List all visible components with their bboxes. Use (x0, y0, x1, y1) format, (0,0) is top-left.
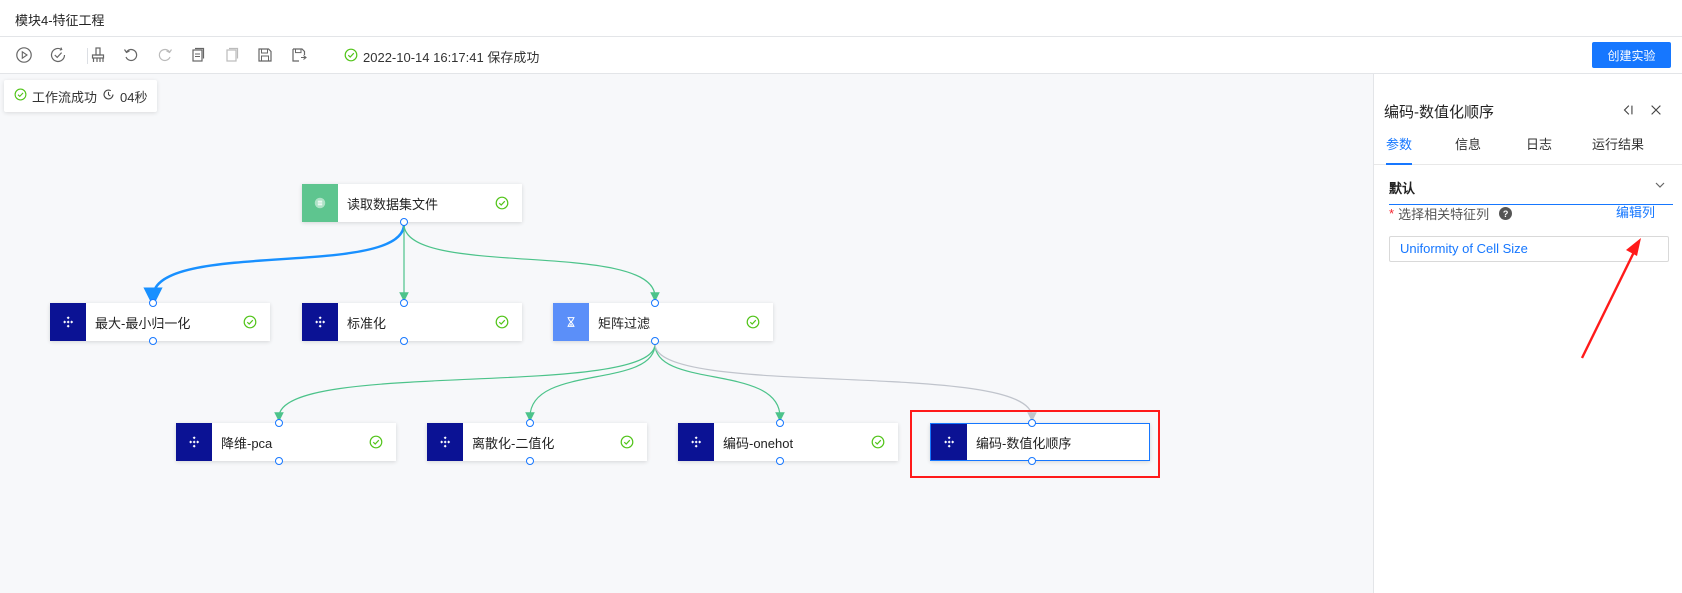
edit-columns-link[interactable]: 编辑列 (1616, 205, 1656, 220)
input-port[interactable] (275, 419, 283, 427)
node-label: 读取数据集文件 (347, 196, 439, 212)
chevron-down-icon (1653, 178, 1667, 192)
run-duration: 04秒 (120, 89, 148, 105)
node-label: 最大-最小归一化 (95, 315, 191, 331)
input-port[interactable] (526, 419, 534, 427)
node-standardize[interactable]: 标准化 (302, 303, 522, 341)
tab-log[interactable]: 日志 (1526, 137, 1553, 152)
output-port[interactable] (400, 218, 408, 226)
input-port[interactable] (1028, 419, 1036, 427)
workflow-canvas[interactable]: 工作流成功 04秒 读取数据集文件 (0, 74, 1373, 593)
close-icon[interactable] (1646, 100, 1666, 120)
save-as-icon[interactable] (290, 46, 308, 64)
output-port[interactable] (275, 457, 283, 465)
node-onehot[interactable]: 编码-onehot (678, 423, 898, 461)
toolbar: 2022-10-14 16:17:41 保存成功 创建实验 (0, 37, 1682, 74)
node-read-dataset[interactable]: 读取数据集文件 (302, 184, 522, 222)
panel-title: 编码-数值化顺序 (1384, 104, 1494, 121)
node-ordinal-encode[interactable]: 编码-数值化顺序 (930, 423, 1150, 461)
undo-icon[interactable] (122, 46, 140, 64)
component-icon (50, 303, 86, 341)
toolbar-divider (87, 48, 88, 64)
workflow-run-status: 工作流成功 04秒 (4, 80, 158, 112)
output-port[interactable] (1028, 457, 1036, 465)
output-port[interactable] (526, 457, 534, 465)
node-label: 编码-数值化顺序 (976, 435, 1072, 451)
node-pca[interactable]: 降维-pca (176, 423, 396, 461)
create-experiment-button[interactable]: 创建实验 (1592, 42, 1671, 68)
help-icon[interactable]: ? (1499, 207, 1513, 220)
window-title: 模块4-特征工程 (15, 13, 105, 28)
input-port[interactable] (400, 299, 408, 307)
input-port[interactable] (149, 299, 157, 307)
timer-icon (102, 88, 115, 104)
success-check-icon (494, 314, 510, 330)
success-check-icon (368, 434, 384, 450)
section-default[interactable]: 默认 (1389, 164, 1673, 205)
redo-icon[interactable] (156, 46, 174, 64)
node-label: 标准化 (347, 315, 387, 331)
input-port[interactable] (651, 299, 659, 307)
tab-run-result[interactable]: 运行结果 (1592, 137, 1645, 152)
clean-icon[interactable] (89, 46, 107, 64)
play-icon[interactable] (15, 46, 33, 64)
success-check-icon (494, 195, 510, 211)
output-port[interactable] (400, 337, 408, 345)
paste-icon[interactable] (223, 46, 241, 64)
save-icon[interactable] (256, 46, 274, 64)
success-check-icon (870, 434, 886, 450)
title-bar: 模块4-特征工程 (0, 0, 1682, 37)
component-icon (176, 423, 212, 461)
success-check-icon (14, 88, 27, 104)
tab-info[interactable]: 信息 (1455, 137, 1482, 152)
check-run-icon[interactable] (49, 46, 67, 64)
output-port[interactable] (149, 337, 157, 345)
required-mark: * (1389, 206, 1395, 221)
highlight-annotation-box (910, 410, 1160, 478)
component-icon (931, 424, 967, 460)
success-check-icon (619, 434, 635, 450)
tab-params[interactable]: 参数 (1386, 134, 1413, 165)
output-port[interactable] (776, 457, 784, 465)
component-icon (302, 303, 338, 341)
section-title: 默认 (1389, 181, 1416, 196)
input-port[interactable] (776, 419, 784, 427)
success-check-icon (242, 314, 258, 330)
success-check-icon (745, 314, 761, 330)
save-status-text: 2022-10-14 16:17:41 保存成功 (363, 50, 540, 65)
run-status-label: 工作流成功 (32, 89, 98, 105)
workflow-edges (143, 223, 1037, 422)
node-label: 矩阵过滤 (598, 315, 651, 331)
copy-icon[interactable] (189, 46, 207, 64)
field-label-text: 选择相关特征列 (1398, 207, 1490, 222)
properties-panel: 编码-数值化顺序 参数 信息 日志 运行结果 默认 * 选择相关特征列 ? 编辑… (1373, 74, 1682, 593)
node-matrix-filter[interactable]: 矩阵过滤 (553, 303, 773, 341)
node-label: 离散化-二值化 (472, 435, 555, 451)
feature-column-label: * 选择相关特征列 ? (1389, 204, 1513, 223)
dataset-icon (302, 184, 338, 222)
component-icon (427, 423, 463, 461)
output-port[interactable] (651, 337, 659, 345)
node-binarize[interactable]: 离散化-二值化 (427, 423, 647, 461)
panel-tabs: 参数 信息 日志 运行结果 (1374, 134, 1682, 165)
filter-icon (553, 303, 589, 341)
collapse-icon[interactable] (1618, 100, 1638, 120)
selected-feature-column[interactable]: Uniformity of Cell Size (1389, 236, 1669, 262)
node-label: 降维-pca (221, 435, 273, 451)
save-status: 2022-10-14 16:17:41 保存成功 (344, 47, 539, 66)
node-minmax-normalize[interactable]: 最大-最小归一化 (50, 303, 270, 341)
success-check-icon (344, 48, 358, 65)
node-label: 编码-onehot (723, 435, 794, 451)
component-icon (678, 423, 714, 461)
